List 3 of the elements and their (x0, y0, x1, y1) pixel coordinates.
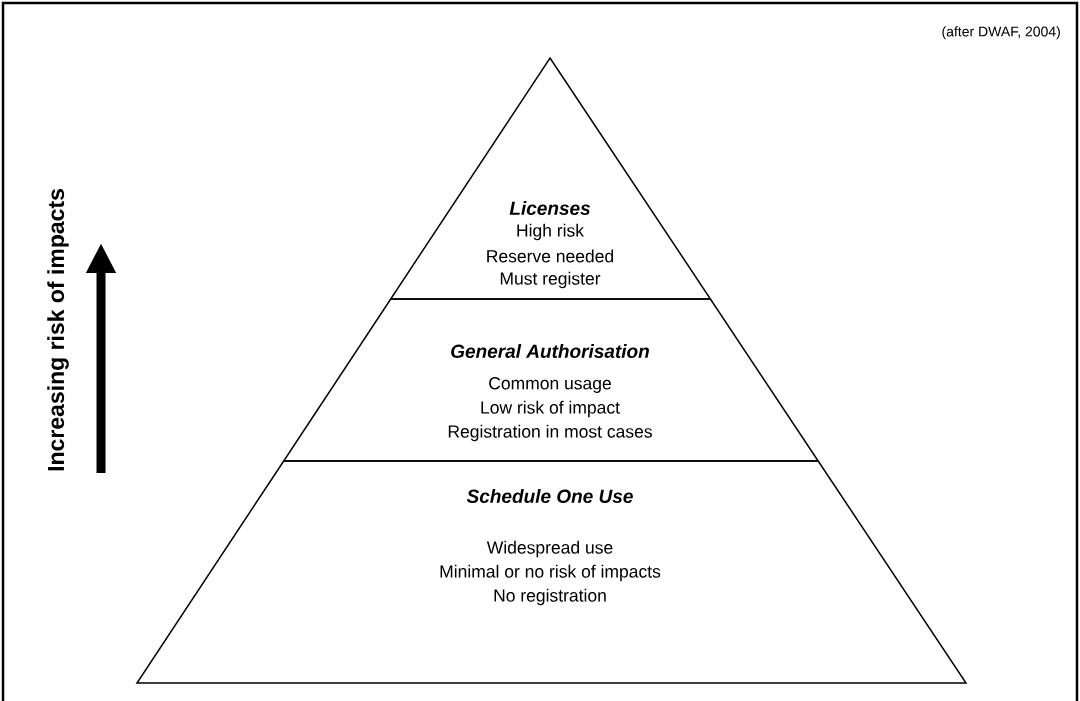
source-note: (after DWAF, 2004) (942, 26, 1060, 40)
pyramid-tier: General Authorisation Common usage Low risk of impact Registration in most cases (282, 298, 820, 462)
axis-label: Increasing risk of impacts (47, 189, 69, 471)
